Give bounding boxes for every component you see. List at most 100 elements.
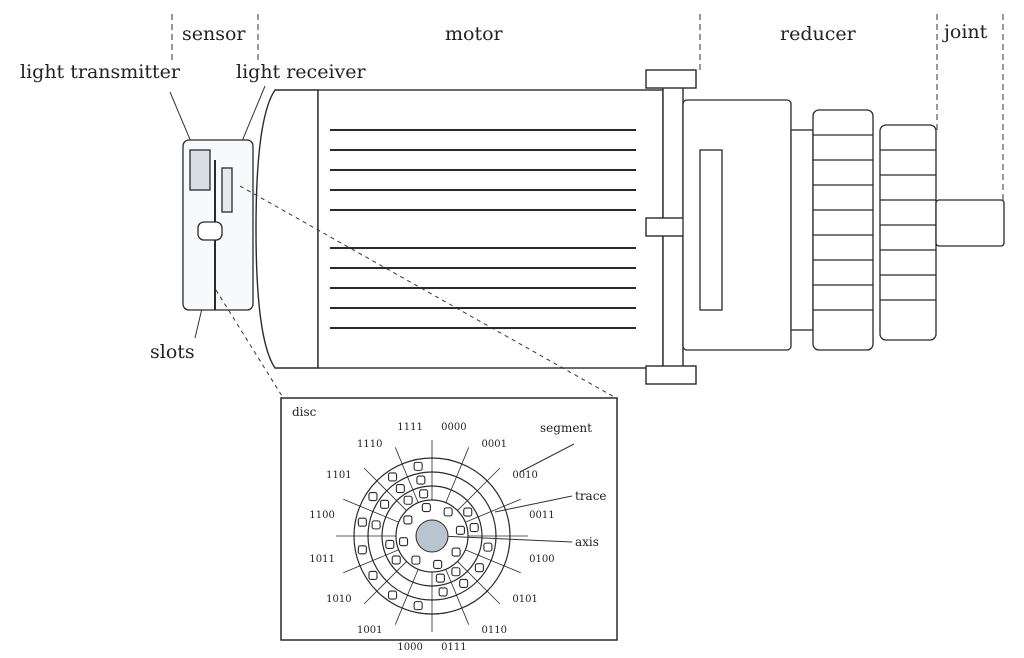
- section-label-motor: motor: [445, 23, 504, 45]
- segment-divider-7: [445, 569, 470, 625]
- motor-body: [255, 69, 697, 385]
- disc-slot: [368, 570, 378, 580]
- code-label-1011: 1011: [309, 554, 334, 565]
- disc-slot: [443, 507, 453, 517]
- light-receiver-block: [221, 167, 233, 213]
- segment-divider-6: [457, 561, 501, 605]
- gear-large: [812, 109, 874, 351]
- label-trace: trace: [575, 489, 607, 503]
- motor-housing: [317, 89, 664, 369]
- leader-segment: [519, 443, 575, 473]
- disc-slot: [451, 567, 461, 577]
- disc-slot: [416, 475, 426, 485]
- disc-slot: [357, 545, 367, 555]
- section-label-reducer: reducer: [780, 23, 857, 45]
- flange-bottom-bolt: [645, 365, 697, 385]
- reducer-shaft: [790, 129, 814, 331]
- disc-slot: [459, 578, 469, 588]
- disc-slot: [403, 495, 413, 505]
- disc-slot: [357, 517, 367, 527]
- code-label-0110: 0110: [481, 625, 506, 636]
- disc-slot: [403, 515, 413, 525]
- label-slots: slots: [150, 341, 195, 363]
- encoder-disc: 0000 0001 0010 0011 0100 0101 0110 0111 1000 1001…: [309, 422, 554, 653]
- segment-divider-5: [465, 549, 521, 574]
- detail-projection: [215, 185, 617, 399]
- code-label-1111: 1111: [397, 422, 422, 433]
- projection-lower: [215, 289, 283, 397]
- segment-divider-9: [394, 569, 419, 625]
- section-dividers: [171, 14, 1004, 200]
- disc-slot: [395, 484, 405, 494]
- code-label-0010: 0010: [512, 470, 537, 481]
- flange-top-bolt: [645, 69, 697, 89]
- section-label-joint: joint: [942, 21, 988, 43]
- leader-trace: [494, 495, 573, 513]
- disc-slot: [413, 461, 423, 471]
- disc-slot: [388, 590, 398, 600]
- disc-slot: [455, 525, 465, 535]
- code-label-0100: 0100: [529, 554, 554, 565]
- segment-divider-15: [394, 447, 419, 503]
- disc-slot: [469, 523, 479, 533]
- code-label-1110: 1110: [357, 439, 382, 450]
- shaft-stub: [197, 221, 223, 241]
- disc-slot: [483, 542, 493, 552]
- label-segment: segment: [540, 421, 592, 435]
- code-label-1010: 1010: [326, 594, 351, 605]
- disc-slot: [474, 563, 484, 573]
- motor-cooling-fins: [330, 129, 636, 329]
- disc-hub-axis: [415, 519, 449, 553]
- disc-slot: [421, 503, 431, 513]
- disc-slot: [385, 539, 395, 549]
- reducer-assembly: [682, 99, 1005, 351]
- code-label-0011: 0011: [529, 510, 554, 521]
- reducer-inner: [699, 149, 723, 311]
- disc-slot: [371, 520, 381, 530]
- disc-slot: [451, 547, 461, 557]
- segment-divider-10: [363, 561, 407, 605]
- leader-axis: [439, 535, 573, 543]
- disc-slot: [380, 499, 390, 509]
- disc-slot: [438, 587, 448, 597]
- code-label-1000: 1000: [397, 642, 422, 653]
- code-label-0101: 0101: [512, 594, 537, 605]
- disc-box-frame: [280, 397, 618, 641]
- disc-slot: [463, 507, 473, 517]
- code-label-1100: 1100: [309, 510, 334, 521]
- disc-detail-box: disc segment trace axis 0000 0001 0010 0011…: [280, 397, 618, 653]
- segment-divider-1: [445, 447, 470, 503]
- disc-slot: [388, 472, 398, 482]
- label-light-receiver: light receiver: [236, 61, 366, 83]
- disc-slot: [435, 573, 445, 583]
- light-transmitter-block: [189, 149, 211, 191]
- code-label-0001: 0001: [481, 439, 506, 450]
- code-label-1101: 1101: [326, 470, 351, 481]
- code-label-0000: 0000: [441, 422, 466, 433]
- disc-slot: [399, 537, 409, 547]
- sensor-housing: [182, 139, 254, 311]
- output-shaft: [935, 199, 1005, 247]
- disc-slot: [413, 601, 423, 611]
- disc-slot: [411, 555, 421, 565]
- disc-slot: [419, 489, 429, 499]
- segment-divider-14: [363, 467, 407, 511]
- segment-divider-2: [457, 467, 501, 511]
- motor-end-cap: [255, 89, 319, 369]
- segment-divider-3: [465, 498, 521, 523]
- disc-slot: [433, 559, 443, 569]
- gear-small: [879, 124, 937, 341]
- segment-divider-13: [343, 498, 399, 523]
- code-label-0111: 0111: [441, 642, 466, 653]
- disc-slot: [368, 492, 378, 502]
- label-light-transmitter: light transmitter: [20, 61, 181, 83]
- disc-slot: [391, 555, 401, 565]
- segment-divider-11: [343, 549, 399, 574]
- code-label-1001: 1001: [357, 625, 382, 636]
- label-axis: axis: [575, 535, 599, 549]
- section-label-sensor: sensor: [182, 23, 246, 45]
- reducer-housing: [682, 99, 792, 351]
- disc-title: disc: [292, 405, 317, 419]
